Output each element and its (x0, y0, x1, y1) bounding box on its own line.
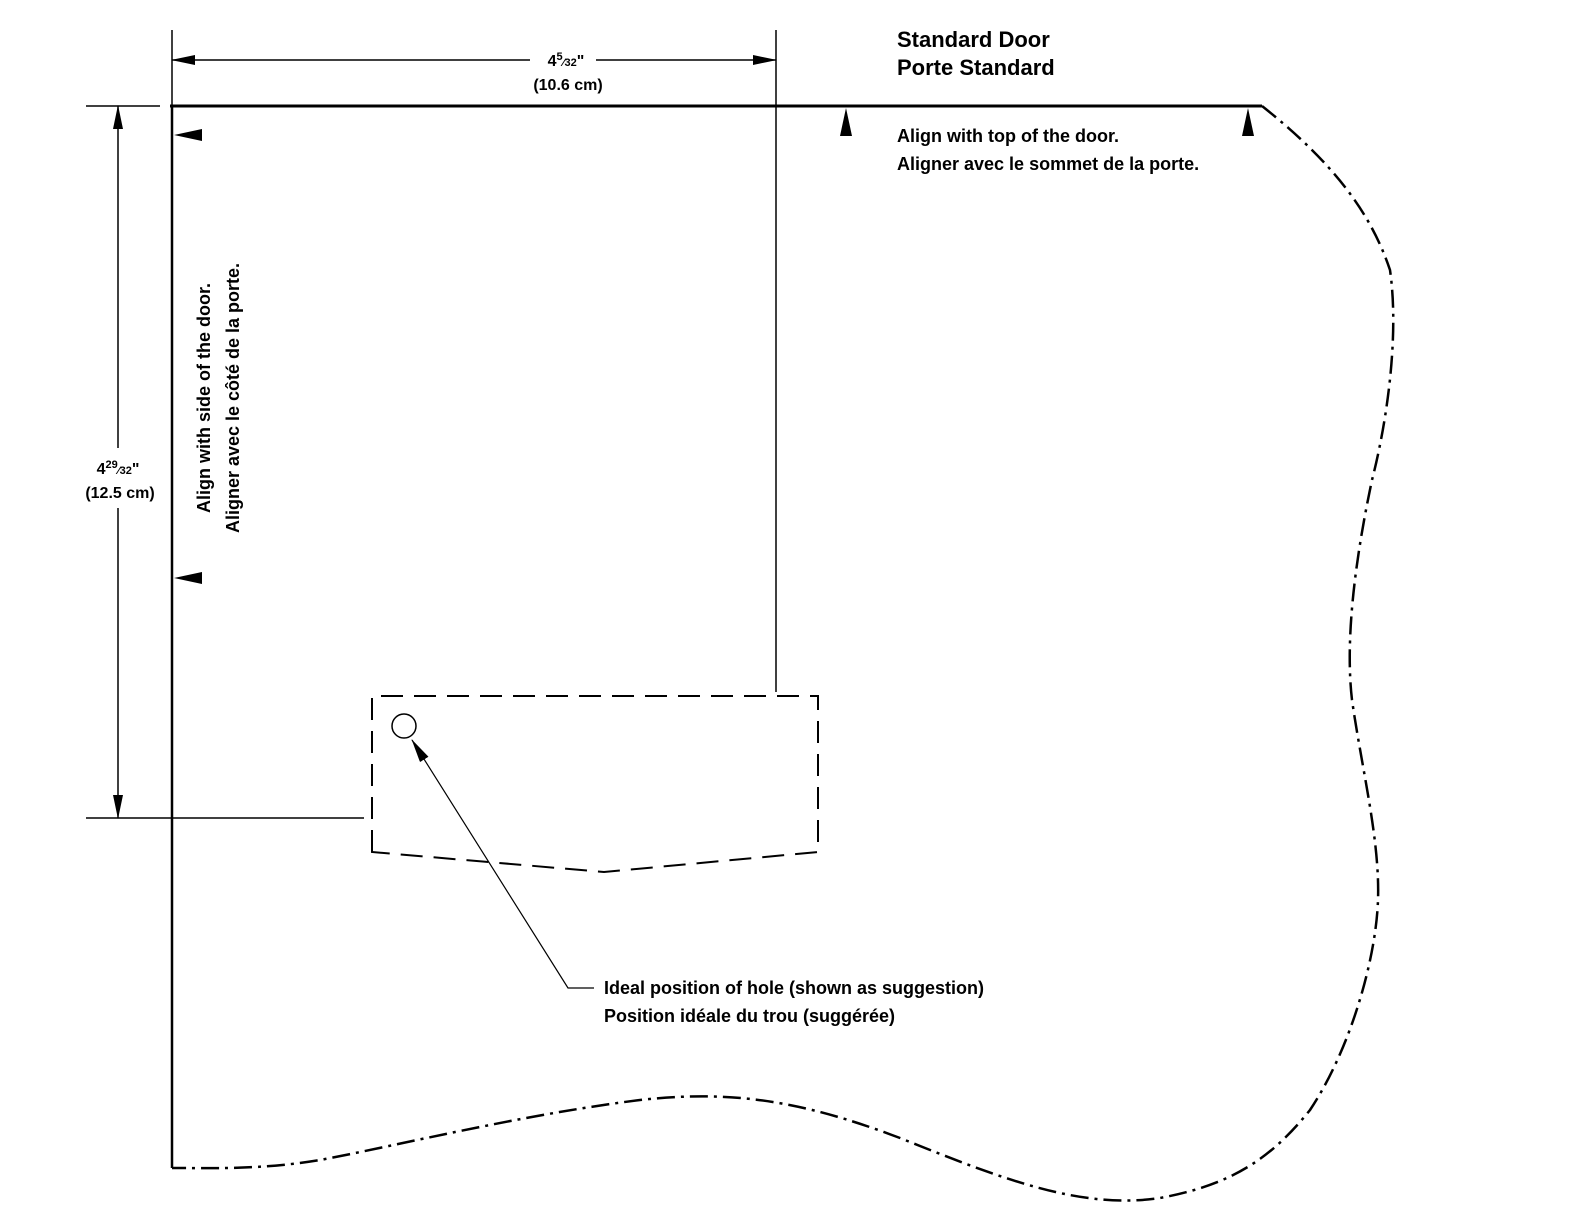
dim-v-metric: (12.5 cm) (85, 485, 154, 502)
hole-note-fr: Position idéale du trou (suggérée) (604, 1006, 895, 1026)
top-align-marker-left (840, 108, 852, 136)
dim-h-unit: " (577, 53, 585, 70)
dim-v-whole: 4 (97, 461, 106, 478)
title-en: Standard Door (897, 27, 1050, 52)
top-note-en: Align with top of the door. (897, 126, 1119, 146)
side-align-marker-bottom (174, 572, 202, 584)
template-cut-outline (172, 106, 1393, 1201)
side-note-fr: Aligner avec le côté de la porte. (223, 263, 243, 533)
dim-h-value: 45⁄32" (548, 51, 585, 70)
top-note-fr: Aligner avec le sommet de la porte. (897, 154, 1199, 174)
dim-h-whole: 4 (548, 53, 557, 70)
side-align-marker-top (174, 129, 202, 141)
title-fr: Porte Standard (897, 55, 1055, 80)
dim-h-den: 32 (565, 57, 577, 69)
dim-v-den: 32 (120, 465, 132, 477)
dim-h-metric: (10.6 cm) (533, 77, 602, 94)
dim-v-value: 429⁄32" (97, 459, 140, 478)
hole-note-en: Ideal position of hole (shown as suggest… (604, 978, 984, 998)
top-align-marker-right (1242, 108, 1254, 136)
suggested-hole (392, 714, 416, 738)
dim-v-unit: " (132, 461, 140, 478)
handle-outline (372, 696, 818, 872)
side-note-en: Align with side of the door. (194, 283, 214, 513)
dim-v-num: 29 (105, 459, 117, 471)
